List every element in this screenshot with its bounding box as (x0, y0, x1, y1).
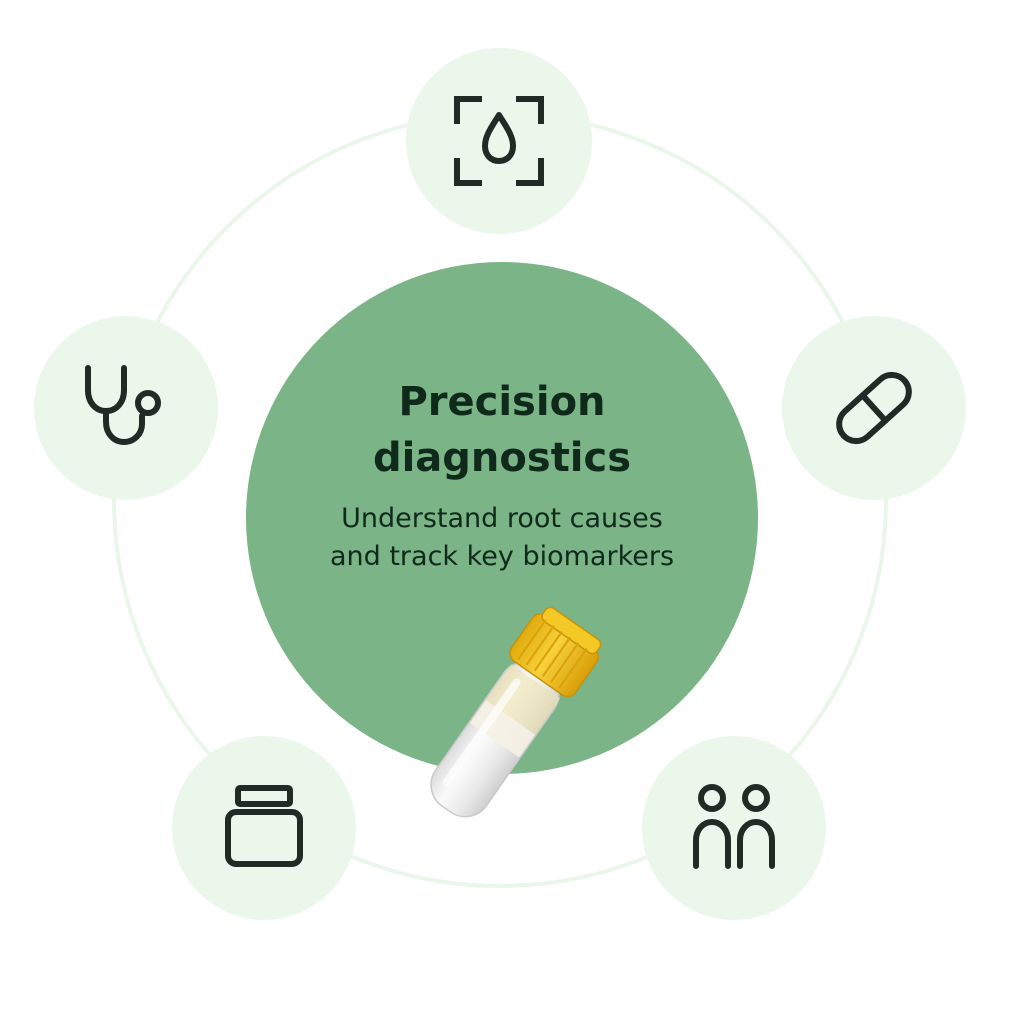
node-doctor (34, 316, 218, 500)
subtitle-line-2: and track key biomarkers (329, 541, 675, 572)
tube-highlight (442, 678, 521, 787)
tube-cap-top (541, 606, 602, 655)
node-community (642, 736, 826, 920)
subtitle-line-1: Understand root causes (341, 503, 663, 534)
people-icon (693, 784, 775, 869)
tube-sample (469, 700, 536, 758)
title-line-2: diagnostics (372, 435, 632, 481)
center-title: Precision diagnostics (246, 374, 758, 486)
center-subtitle: Understand root causes and track key bio… (246, 500, 758, 576)
supplement-jar-icon (225, 785, 303, 867)
stethoscope-icon (85, 365, 161, 445)
title-line-1: Precision (398, 379, 606, 425)
node-medication (782, 316, 966, 500)
sample-tube-icon (430, 606, 602, 818)
pill-capsule-icon (836, 371, 912, 445)
node-blood-test (406, 48, 592, 234)
blood-drop-scan-icon (454, 96, 544, 186)
tube-sample-tint (485, 664, 561, 735)
node-supplements (172, 736, 356, 920)
